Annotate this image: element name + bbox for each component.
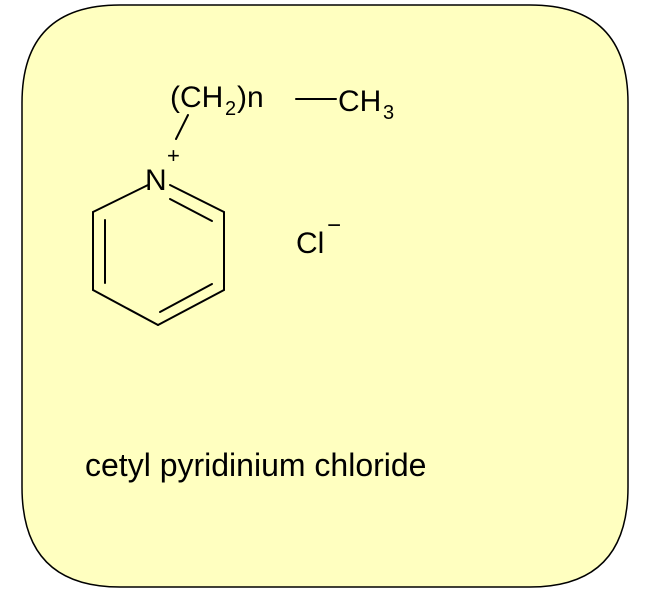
card-background [21, 4, 629, 588]
compound-name: cetyl pyridinium chloride [85, 447, 426, 483]
bond-c6-n-inner [169, 198, 213, 222]
chain-open-paren: ( [170, 81, 180, 114]
methyl-ch-label: CH [338, 85, 381, 118]
bond-c6-n [169, 184, 225, 213]
nitrogen-charge: + [167, 143, 180, 168]
chain-ch-label: CH [180, 81, 223, 114]
nitrogen-label: N [145, 164, 167, 197]
methyl-subscript: 3 [383, 102, 394, 124]
bond-c4-c5 [157, 289, 225, 326]
chain-bonds [175, 98, 337, 140]
chloride-label: Cl [296, 227, 324, 260]
bond-n-chain [175, 114, 189, 140]
chain-close-n: )n [237, 81, 264, 114]
bond-c4-c5-inner [159, 283, 213, 313]
chloride-charge: − [327, 212, 341, 239]
bond-n-c2 [92, 184, 149, 213]
pyridine-ring [92, 184, 225, 326]
bond-c3-c4 [92, 289, 159, 326]
chain-ch-subscript: 2 [225, 98, 236, 120]
